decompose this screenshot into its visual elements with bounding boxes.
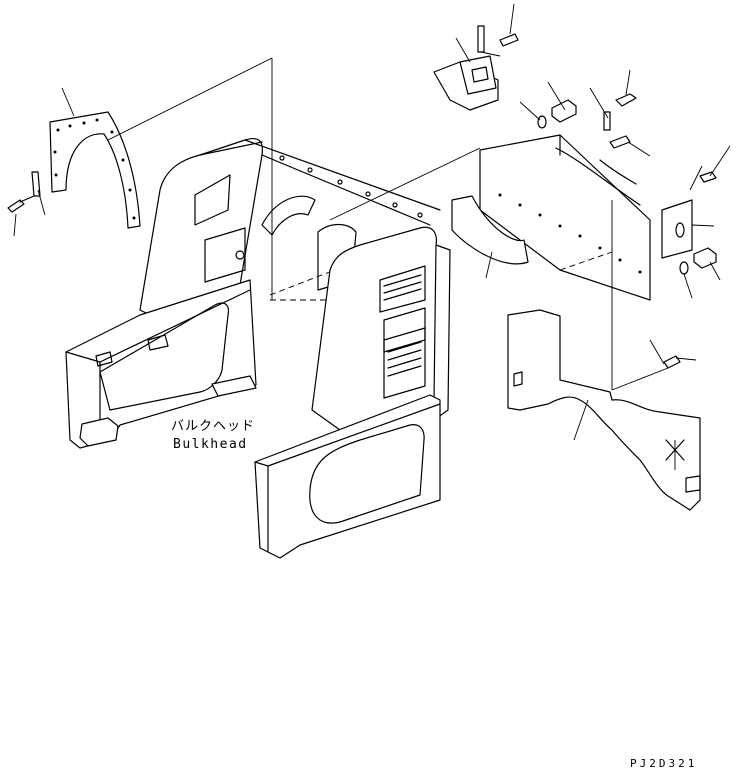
leader-line bbox=[611, 367, 669, 391]
right-washer-bolt bbox=[679, 247, 721, 299]
right-small-plate bbox=[661, 145, 731, 259]
right-housing bbox=[311, 226, 451, 431]
top-bracket bbox=[433, 37, 499, 111]
housing-holes bbox=[279, 155, 423, 218]
right-box-cover bbox=[479, 134, 651, 301]
right-arch-plate bbox=[451, 195, 529, 279]
left-cover-plate bbox=[49, 111, 141, 229]
top-bolt bbox=[477, 3, 519, 57]
insulation-sheet bbox=[507, 309, 701, 511]
drawing-code: PJ2D321 bbox=[630, 757, 698, 770]
base-frame bbox=[65, 279, 257, 449]
part-label-english: Bulkhead bbox=[173, 437, 248, 452]
bolt-part-left bbox=[7, 171, 46, 237]
leader-line bbox=[329, 147, 481, 221]
part-label-japanese: バルクヘッド bbox=[171, 419, 256, 434]
left-housing bbox=[139, 137, 441, 331]
right-lower-pin bbox=[649, 339, 697, 369]
leader-line bbox=[107, 57, 273, 141]
callout-line bbox=[61, 87, 75, 117]
washer-bolt bbox=[519, 81, 577, 129]
dashed-guide bbox=[269, 267, 341, 296]
front-panel bbox=[254, 394, 441, 559]
dashed-guide bbox=[559, 251, 613, 271]
right-pins bbox=[589, 69, 651, 157]
